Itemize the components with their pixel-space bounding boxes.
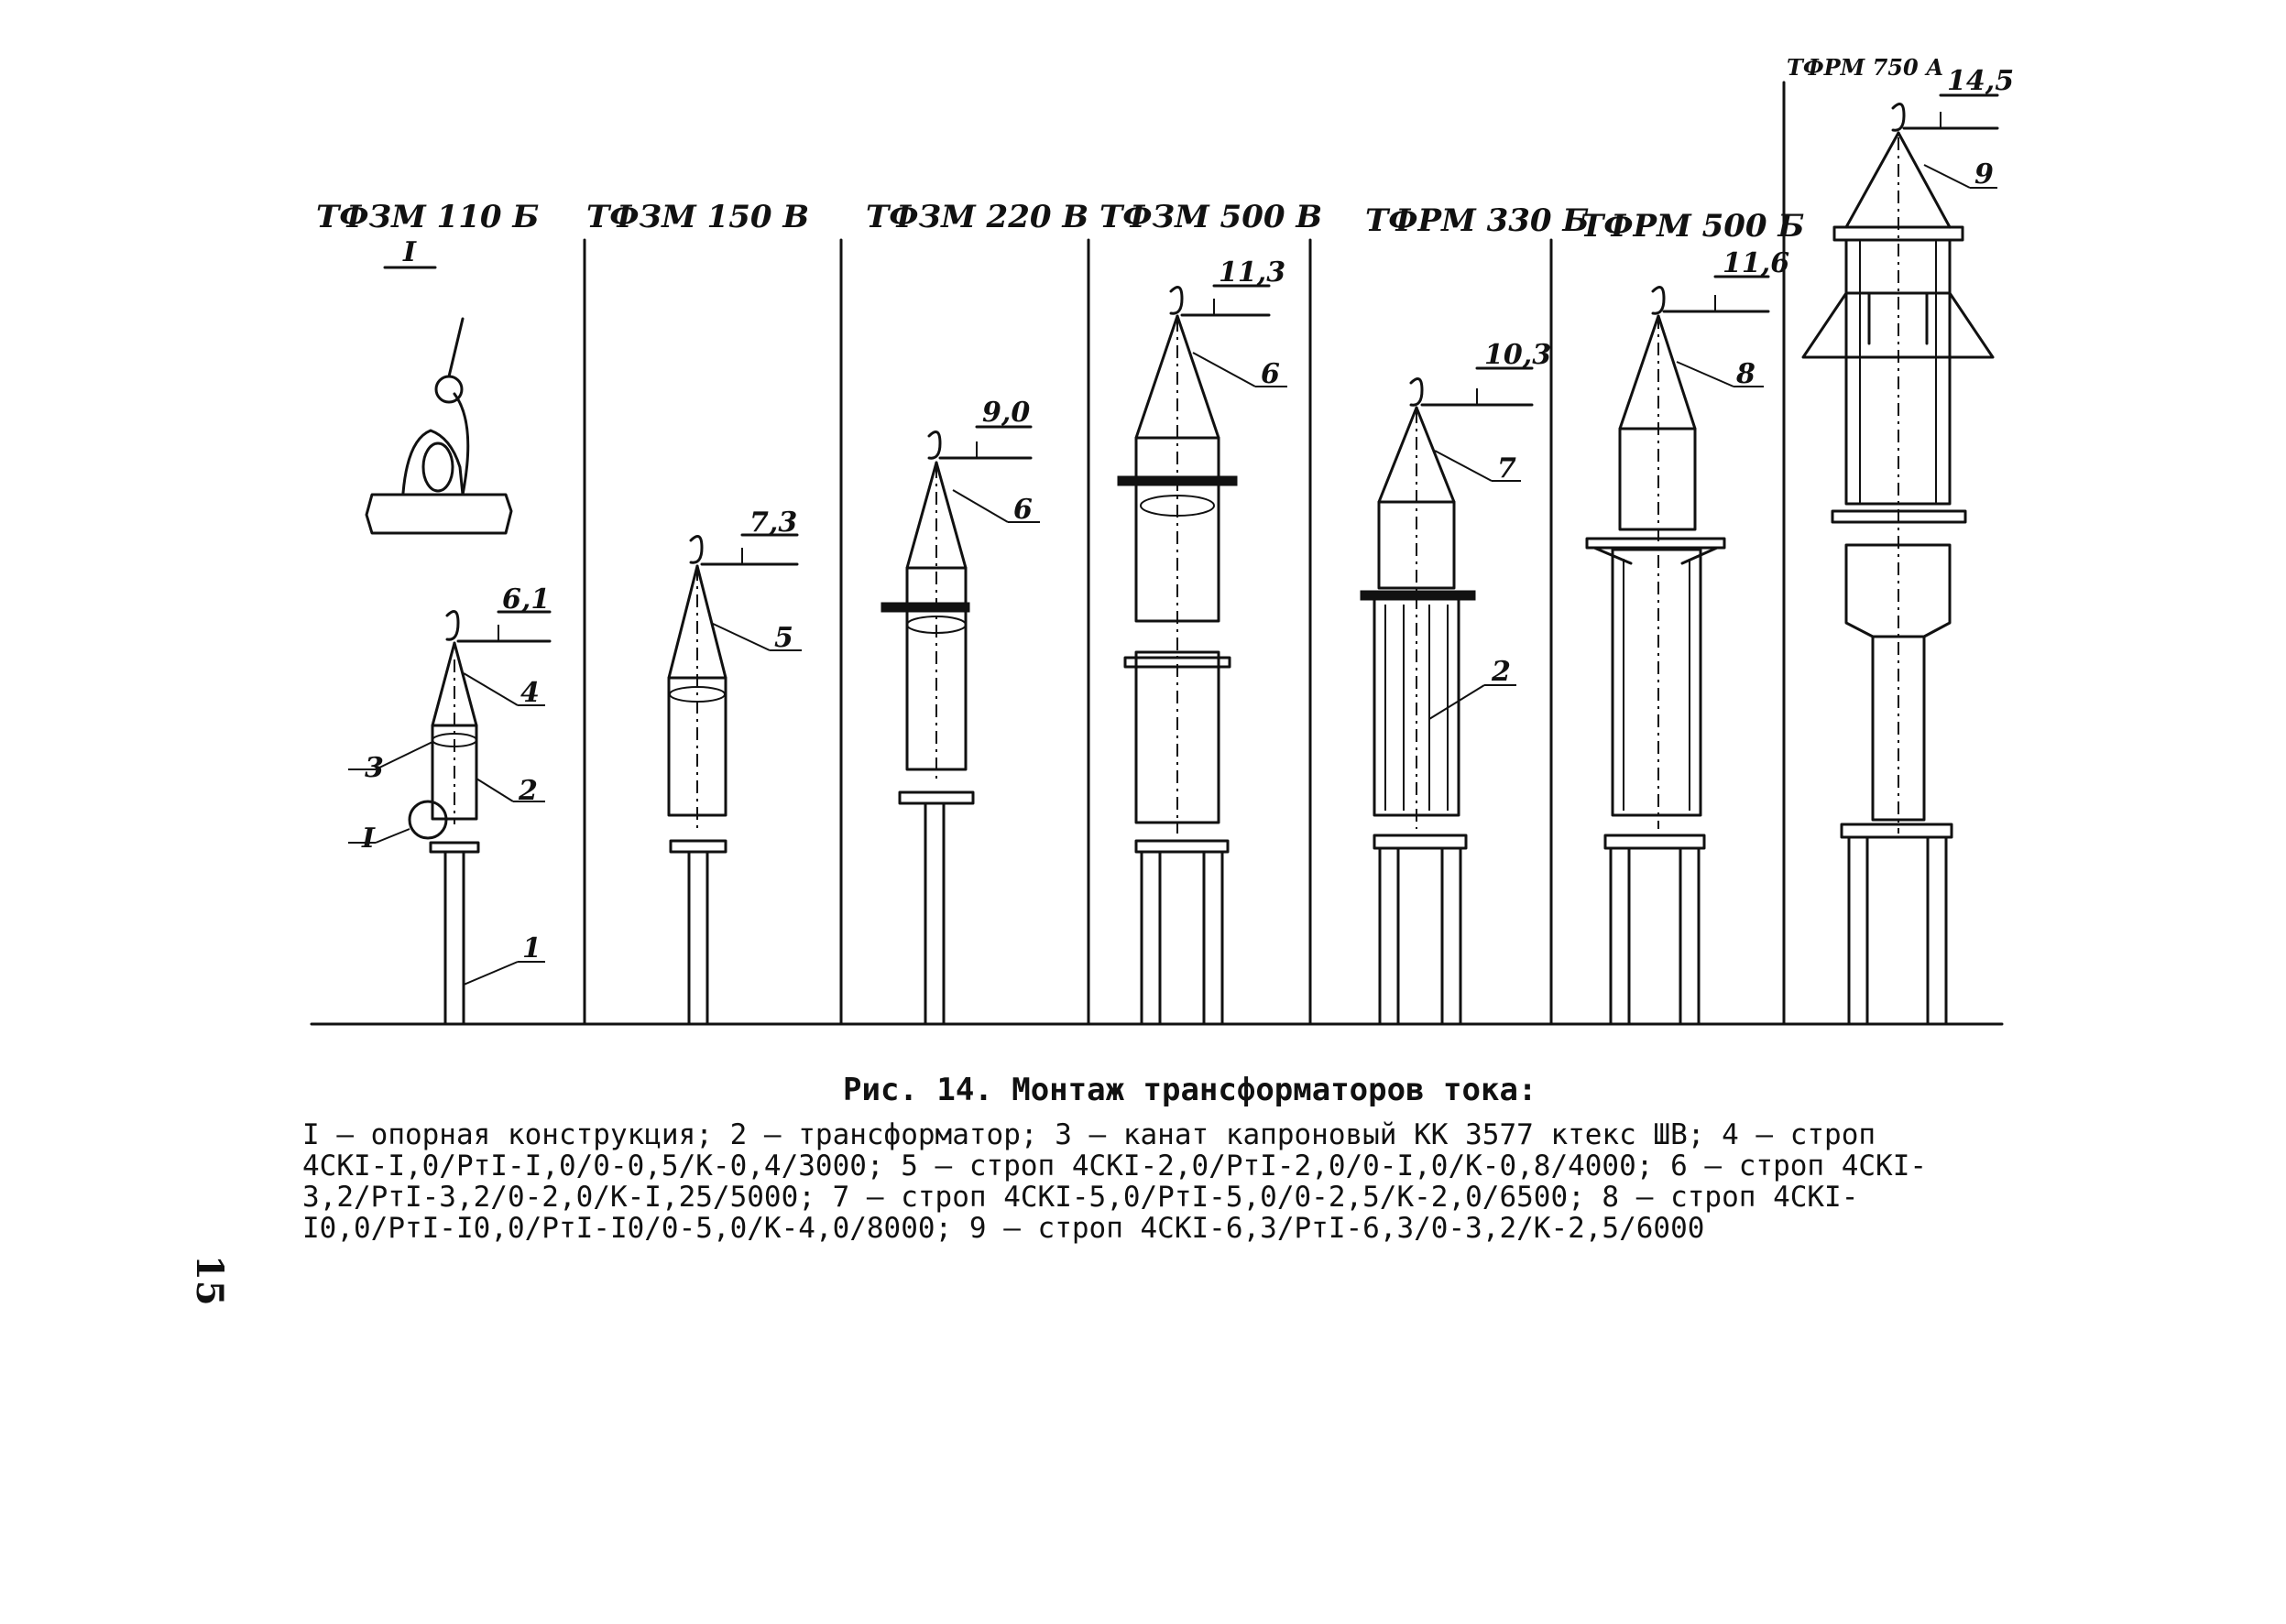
callout-sling: 4	[520, 677, 540, 709]
height-mark-6: 11,6	[1662, 247, 1789, 313]
height-value: 10,3	[1484, 339, 1551, 371]
model-label: ТФРМ 500 Б	[1581, 208, 1804, 245]
height-value: 11,3	[1219, 256, 1285, 289]
height-mark-7: 14,5	[1902, 65, 2014, 130]
model-label: ТФЗМ 150 В	[586, 199, 809, 235]
callout-sling: 5	[774, 622, 793, 654]
model-label: ТФЗМ 110 Б	[316, 199, 539, 235]
detail-circle	[408, 800, 448, 840]
caption-legend: I – опорная конструкция; 2 – трансформат…	[302, 1118, 1928, 1245]
transformer-assembly-6	[1585, 286, 1726, 1026]
height-mark-4: 11,3	[1180, 256, 1285, 317]
height-value: 14,5	[1947, 65, 2014, 97]
callout-sling: 7	[1497, 452, 1516, 485]
model-label: ТФЗМ 220 В	[866, 199, 1088, 235]
height-value: 7,3	[749, 507, 797, 539]
caption-title: Рис. 14. Монтаж трансформаторов тока:	[843, 1072, 1537, 1108]
height-value: 6,1	[502, 583, 550, 616]
height-mark-5: 10,3	[1420, 339, 1551, 407]
page-number: 15	[188, 1255, 231, 1306]
transformer-assembly-4	[1117, 286, 1238, 1026]
transformer-assembly-3	[880, 431, 975, 1026]
figure-caption: Рис. 14. Монтаж трансформаторов тока: I …	[302, 1072, 2135, 1244]
callout-support: 1	[522, 932, 541, 965]
height-mark-2: 7,3	[700, 507, 799, 566]
transformer-assembly-5	[1360, 377, 1476, 1026]
transformer-assembly-2	[667, 535, 727, 1026]
model-label: ТФРМ 750 А	[1787, 54, 1944, 81]
callout-sling: 9	[1974, 158, 1994, 191]
callout-transformer: 2	[518, 775, 538, 807]
model-label: ТФЗМ 500 В	[1099, 199, 1322, 235]
height-value: 9,0	[982, 397, 1030, 429]
detail-mark-label: I	[402, 236, 417, 268]
callout-sling: 6	[1013, 494, 1033, 526]
height-mark-1: 6,1	[456, 583, 552, 643]
transformer-assembly-7	[1801, 103, 1995, 1026]
callout-sling: 6	[1261, 358, 1280, 390]
callout-detail: I	[361, 823, 376, 855]
transformer-assembly-1	[408, 610, 480, 1026]
callout-transformer: 2	[1491, 656, 1511, 688]
callout-rope: 3	[365, 752, 384, 784]
detail-view-i	[365, 317, 513, 535]
height-mark-3: 9,0	[938, 397, 1033, 460]
model-label: ТФРМ 330 Б	[1365, 202, 1589, 239]
height-value: 11,6	[1723, 247, 1789, 279]
callout-sling: 8	[1735, 358, 1756, 390]
